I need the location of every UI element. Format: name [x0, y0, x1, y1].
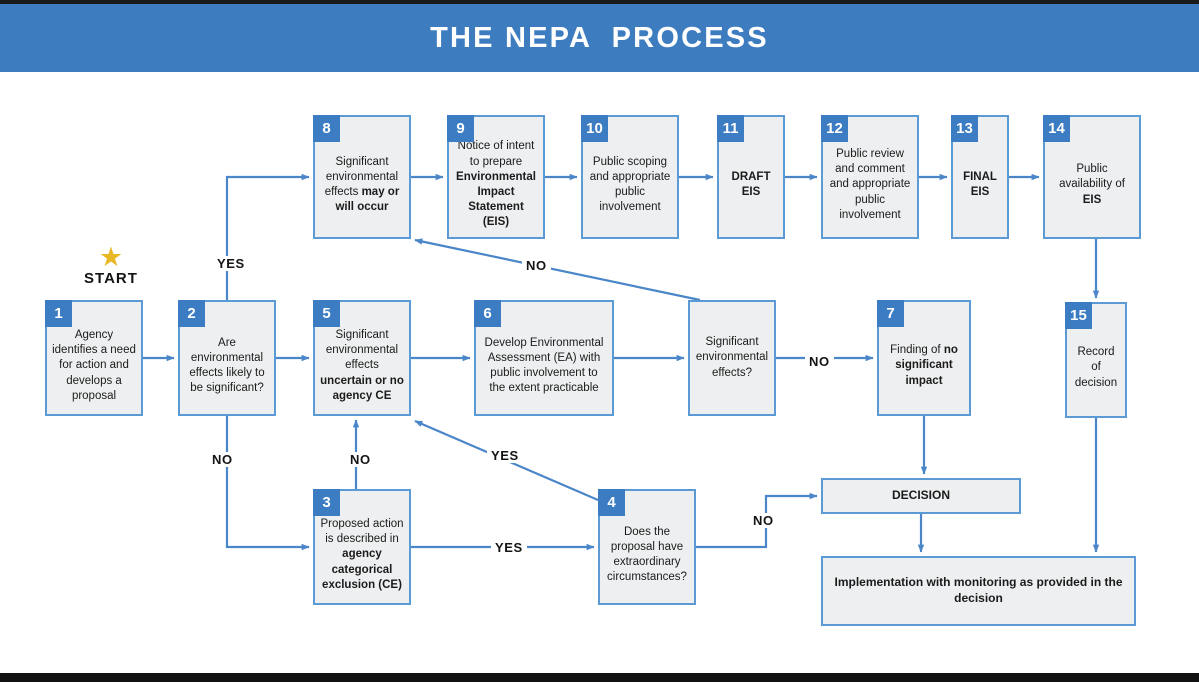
flow-node-text: DECISION — [891, 488, 950, 503]
flow-node-text: FINAL EIS — [963, 170, 997, 198]
flow-node-text: Notice of intent to prepare Environmenta… — [456, 140, 536, 229]
step-number-badge: 2 — [178, 300, 205, 327]
edge-label-no-2-3: NO — [208, 452, 237, 467]
edge-label-no-4-dec: NO — [749, 513, 778, 528]
start-label: START — [84, 270, 138, 287]
flow-node-ndec[interactable]: DECISION — [821, 478, 1021, 514]
flow-node-text: Does the proposal have extraordinary cir… — [607, 525, 687, 584]
edge-2-to-3-no — [225, 416, 310, 551]
top-divider — [0, 0, 1199, 4]
flow-node-text: Public scoping and appropriate public in… — [589, 155, 671, 214]
bottom-divider — [0, 673, 1199, 682]
step-number-badge: 7 — [877, 300, 904, 327]
edge-label-no-q-8: NO — [522, 258, 551, 273]
step-number-badge: 12 — [821, 115, 848, 142]
step-number-badge: 8 — [313, 115, 340, 142]
edge-label-yes-4-5: YES — [487, 448, 523, 463]
flow-node-text: Finding of no significant impact — [890, 344, 958, 387]
flow-node-text: Record of decision — [1074, 346, 1118, 389]
flow-node-text: Proposed action is described in agency c… — [320, 518, 404, 591]
step-number-badge: 10 — [581, 115, 608, 142]
star-icon: ★ — [98, 242, 124, 272]
page-title: THE NEPA PROCESS — [430, 21, 769, 54]
flow-node-text: Develop Environmental Assessment (EA) wi… — [484, 336, 604, 395]
flow-node-nimp[interactable]: Implementation with monitoring as provid… — [821, 556, 1136, 626]
step-number-badge: 9 — [447, 115, 474, 142]
flow-node-text: Public availability of EIS — [1059, 163, 1125, 206]
step-number-badge: 1 — [45, 300, 72, 327]
edge-question-to-8-no — [414, 238, 701, 302]
flow-node-text: Are environmental effects likely to be s… — [189, 336, 265, 395]
flow-node-nq[interactable]: Significant environmental effects? — [688, 300, 776, 416]
edge-label-no-3-5: NO — [346, 452, 375, 467]
step-number-badge: 15 — [1065, 302, 1092, 329]
edge-label-yes-2-8: YES — [213, 256, 249, 271]
step-number-badge: 4 — [598, 489, 625, 516]
step-number-badge: 14 — [1043, 115, 1070, 142]
edge-2-to-8-yes — [225, 173, 310, 300]
title-bar: THE NEPA PROCESS — [0, 4, 1199, 72]
flow-node-text: Significant environmental effects uncert… — [320, 329, 404, 402]
flow-node-text: Agency identifies a need for action and … — [52, 329, 136, 402]
edge-label-yes-3-4: YES — [491, 540, 527, 555]
edge-label-no-q-7: NO — [805, 354, 834, 369]
step-number-badge: 6 — [474, 300, 501, 327]
start-marker: ★ START — [56, 242, 166, 288]
step-number-badge: 13 — [951, 115, 978, 142]
flow-node-text: Implementation with monitoring as provid… — [834, 575, 1123, 605]
step-number-badge: 5 — [313, 300, 340, 327]
flow-node-text: Public review and comment and appropriat… — [829, 148, 911, 221]
flow-node-text: Significant environmental effects? — [695, 336, 769, 379]
step-number-badge: 3 — [313, 489, 340, 516]
step-number-badge: 11 — [717, 115, 744, 142]
flow-node-text: Significant environmental effects may or… — [324, 155, 400, 214]
flow-node-text: DRAFT EIS — [731, 170, 771, 198]
